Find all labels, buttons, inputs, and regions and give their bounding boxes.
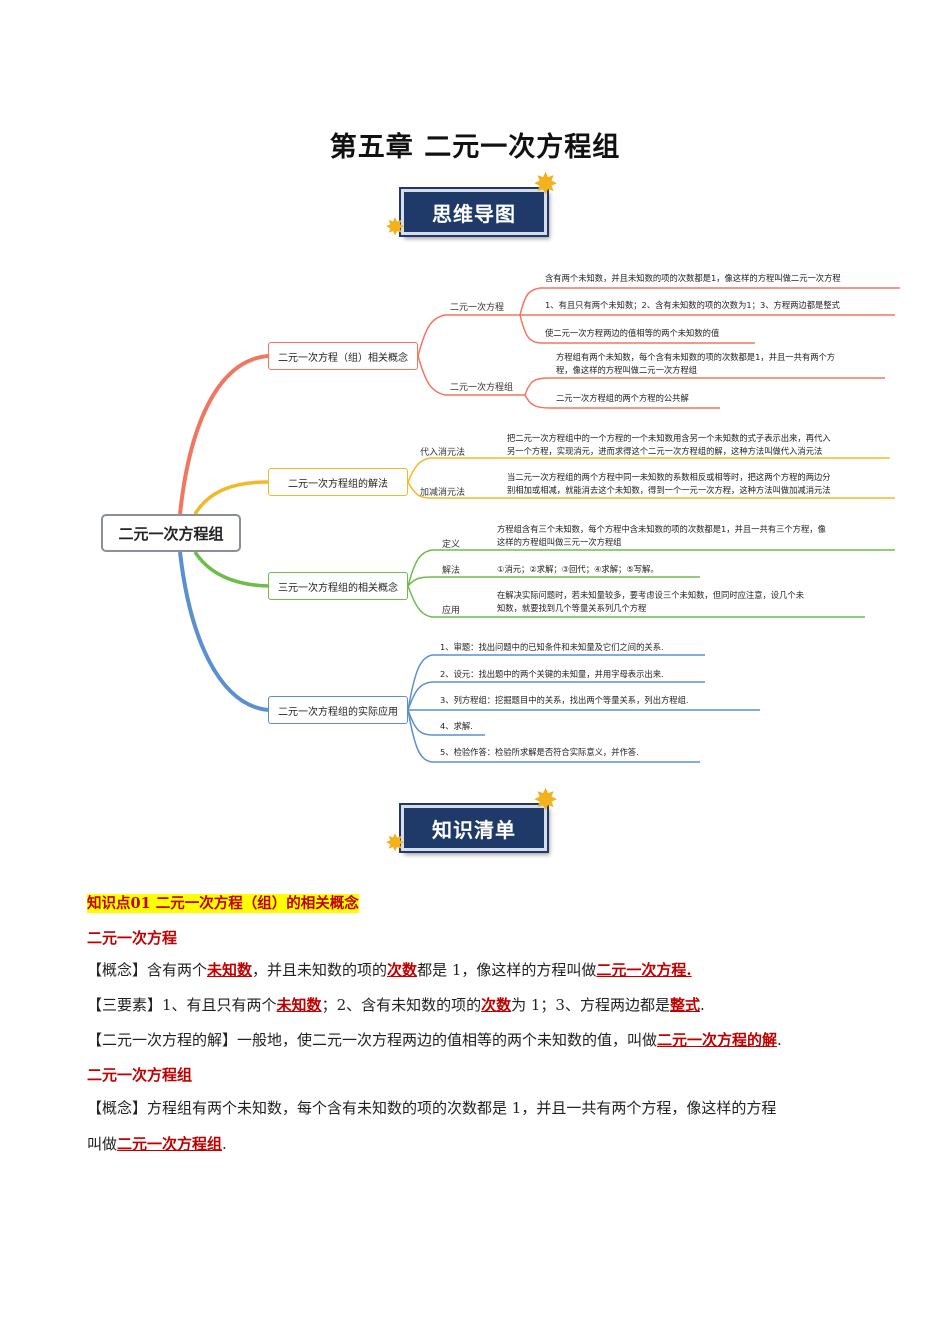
text: . [700,996,705,1014]
text: 为 1；3、方程两边都是 [511,996,670,1014]
paragraph-three-elements: 【三要素】1、有且只有两个未知数；2、含有未知数的项的次数为 1；3、方程两边都… [87,994,705,1016]
application-step: 3、列方程组：挖掘题目中的关系，找出两个等量关系，列出方程组. [440,695,689,705]
application-step: 2、设元：找出题中的两个关键的未知量，并用字母表示出来. [440,669,664,679]
highlight-term: 未知数 [276,996,322,1014]
leaf-text: 方程组有两个未知数，每个含有未知数的项的次数都是1，并且一共有两个方 [556,352,836,362]
heading-linear-equation: 二元一次方程 [87,929,178,947]
mindmap-connectors [178,287,900,763]
star-icon: ✸ [385,829,406,857]
knowledge-point-heading: 知识点01 二元一次方程（组）的相关概念 [87,892,359,913]
leaf-text: 含有两个未知数，并且未知数的项的次数都是1，像这样的方程叫做二元一次方程 [545,273,841,283]
knowledge-banner-label: 知识清单 [401,805,547,851]
text: . [777,1031,782,1049]
highlight-term: 次数 [387,961,418,979]
sub-method: 解法 [442,566,461,576]
leaf-text: 这样的方程组叫做三元一次方程组 [497,537,622,547]
leaf-text: 别相加或相减，就能消去这个未知数，得到一个一元一次方程，这种方法叫做加减消元法 [507,485,831,495]
branch-applications: 二元一次方程组的实际应用 [268,696,408,724]
text: . [222,1135,227,1153]
paragraph-solution: 【二元一次方程的解】一般地，使二元一次方程两边的值相等的两个未知数的值，叫做二元… [87,1029,782,1051]
application-step: 1、审题：找出问题中的已知条件和未知量及它们之间的关系. [440,642,664,652]
leaf-text: 1、有且只有两个未知数；2、含有未知数的项的次数为1；3、方程两边都是整式 [545,300,840,310]
leaf-text: 把二元一次方程组中的一个方程的一个未知数用含另一个未知数的式子表示出来，再代入 [507,433,831,443]
text: 【三要素】1、有且只有两个 [87,996,277,1014]
highlight-term: 二元一次方程的解 [657,1031,778,1049]
leaf-text: ①消元；②求解；③回代；④求解；⑤写解。 [497,564,659,574]
star-icon: ✸ [533,783,559,818]
knowledge-banner: 知识清单 [395,801,553,855]
star-icon: ✸ [385,213,406,241]
text: 【二元一次方程的解】一般地，使二元一次方程两边的值相等的两个未知数的值，叫做 [87,1031,658,1049]
sub-elimination: 加减消元法 [420,488,466,498]
leaf-text: 程，像这样的方程叫做二元一次方程组 [556,365,698,375]
text-line: 叫做二元一次方程组. [87,1133,867,1155]
text: ，并且未知数的项的 [252,961,388,979]
paragraph-concept: 【概念】含有两个未知数，并且未知数的项的次数都是 1，像这样的方程叫做二元一次方… [87,959,692,981]
leaf-text: 二元一次方程组的两个方程的公共解 [556,393,689,403]
mindmap-banner-label: 思维导图 [401,189,547,235]
heading-linear-system: 二元一次方程组 [87,1066,193,1084]
text: 都是 1，像这样的方程叫做 [417,961,597,979]
sub-substitution: 代入消元法 [420,448,466,458]
highlight-term: 未知数 [207,961,253,979]
knowledge-point-title: 知识点01 二元一次方程（组）的相关概念 [87,894,359,913]
text: 【概念】含有两个 [87,961,208,979]
sub-application: 应用 [442,606,461,616]
highlight-term: 二元一次方程组 [117,1135,223,1153]
branch-three-variable: 三元一次方程组的相关概念 [268,572,408,600]
application-step: 5、检验作答：检验所求解是否符合实际意义，并作答. [440,747,639,757]
paragraph-system-concept: 【概念】方程组有两个未知数，每个含有未知数的项的次数都是 1，并且一共有两个方程… [87,1097,867,1155]
sub-definition: 定义 [442,540,461,550]
mindmap-root: 二元一次方程组 [101,514,241,552]
highlight-term: 二元一次方程. [596,961,692,979]
leaf-text: 当二元一次方程组的两个方程中同一未知数的系数相反或相等时，把这两个方程的两边分 [507,472,831,482]
application-step: 4、求解. [440,721,473,731]
leaf-text: 使二元一次方程两边的值相等的两个未知数的值 [545,328,720,338]
star-icon: ✸ [533,167,559,202]
sub-linear-equation: 二元一次方程 [450,303,505,313]
leaf-text: 知数，就要找到几个等量关系列几个方程 [497,603,647,613]
leaf-text: 在解决实际问题时，若未知量较多，要考虑设三个未知数，但同时应注意，设几个未 [497,590,804,600]
leaf-text: 方程组含有三个未知数，每个方程中含未知数的项的次数都是1，并且一共有三个方程，像 [497,524,826,534]
text: 叫做 [87,1135,118,1153]
mindmap-banner: 思维导图 [395,185,553,239]
sub-linear-system: 二元一次方程组 [450,383,514,393]
highlight-term: 次数 [481,996,512,1014]
branch-solving: 二元一次方程组的解法 [268,468,408,496]
page-title: 第五章 二元一次方程组 [329,132,621,163]
text: 【概念】方程组有两个未知数，每个含有未知数的项的次数都是 1，并且一共有两个方程… [87,1099,777,1117]
text: ；2、含有未知数的项的 [321,996,482,1014]
leaf-text: 另一个方程，实现消元，进而求得这个二元一次方程组的解，这种方法叫做代入消元法 [507,446,823,456]
highlight-term: 整式 [669,996,700,1014]
branch-concepts: 二元一次方程（组）相关概念 [268,342,418,370]
